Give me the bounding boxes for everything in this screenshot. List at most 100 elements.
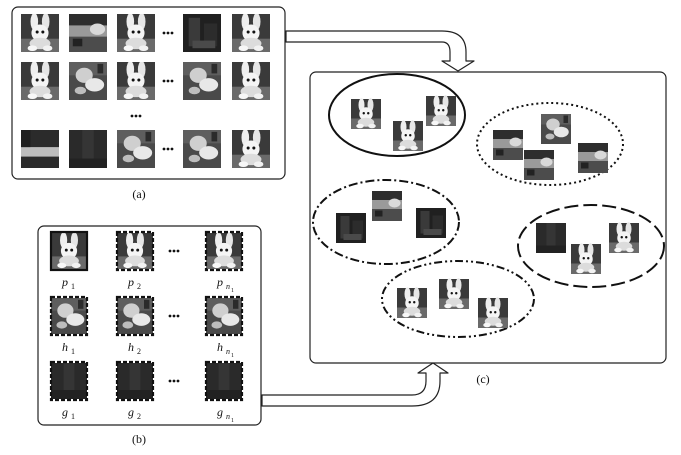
part-label-sub: 2	[137, 347, 141, 356]
cluster-image	[478, 297, 508, 328]
part-label-subsub: 1	[231, 353, 234, 359]
arrow-a-to-c	[285, 30, 475, 72]
ellipsis-dots	[162, 147, 174, 151]
cluster-image	[493, 130, 523, 160]
cluster-image	[336, 213, 366, 243]
part-label-sub: 1	[71, 282, 75, 291]
ellipsis-dot	[170, 31, 174, 35]
caption-a: (a)	[132, 187, 145, 201]
caption-b: (b)	[132, 432, 146, 446]
gallery-image	[21, 130, 59, 168]
ellipsis-dot	[172, 379, 176, 383]
panel-c: (c)	[309, 71, 667, 386]
part-label-sub: n	[226, 282, 230, 291]
ellipsis-dot	[166, 147, 170, 151]
gallery-image	[232, 14, 270, 52]
part-frame	[49, 230, 89, 272]
part-image	[117, 232, 153, 269]
ellipsis-dot	[166, 79, 170, 83]
cluster-image	[571, 243, 601, 274]
cluster-ellipse	[328, 73, 466, 157]
cluster-image	[536, 223, 566, 253]
ellipsis-dots	[168, 314, 180, 318]
cluster-ellipse	[517, 204, 665, 288]
panel-a: (a)	[11, 6, 286, 201]
ellipsis-dot	[176, 314, 180, 318]
part-image	[206, 232, 242, 269]
part-label: p	[127, 275, 134, 289]
gallery-image	[69, 62, 107, 100]
ellipsis-dot	[166, 31, 170, 35]
ellipsis-dot	[170, 79, 174, 83]
ellipsis-dot	[168, 314, 172, 318]
part-label: p	[61, 275, 68, 289]
part-label: g	[62, 405, 68, 419]
part-frame	[115, 360, 155, 402]
part-label-subsub: 1	[231, 418, 234, 424]
ellipsis-dot	[172, 249, 176, 253]
part-image	[51, 298, 87, 334]
ellipsis-dots	[162, 31, 174, 35]
part-label-sub: n	[226, 347, 230, 356]
ellipsis-dots	[162, 79, 174, 83]
part-label-sub: 2	[137, 412, 141, 421]
part-label: h	[128, 340, 134, 354]
ellipsis-dot	[176, 379, 180, 383]
cluster-image	[372, 191, 402, 221]
ellipsis-dot	[162, 147, 166, 151]
gallery-image	[117, 130, 155, 168]
cluster-image	[397, 287, 427, 318]
cluster-image	[541, 114, 571, 144]
gallery-image	[232, 130, 270, 168]
part-frame	[204, 295, 244, 337]
part-label: g	[217, 405, 223, 419]
part-image	[117, 363, 153, 399]
gallery-image	[117, 14, 155, 52]
cluster-ellipse	[476, 102, 624, 186]
cluster-image	[426, 95, 456, 126]
ellipsis-dot	[134, 114, 138, 118]
cluster-image	[351, 98, 381, 129]
part-frame	[49, 295, 89, 337]
gallery-image	[69, 14, 107, 52]
part-label: h	[62, 340, 68, 354]
ellipsis-dot	[168, 249, 172, 253]
ellipsis-dot	[176, 249, 180, 253]
cluster-image	[393, 120, 423, 151]
cluster-image	[439, 278, 469, 309]
part-frame	[204, 360, 244, 402]
part-image	[206, 363, 242, 399]
cluster-ellipse	[312, 179, 460, 265]
cluster-ellipse	[381, 260, 535, 338]
ellipsis-dot	[162, 31, 166, 35]
gallery-image	[117, 62, 155, 100]
ellipsis-dots	[168, 249, 180, 253]
ellipsis-dot	[138, 114, 142, 118]
gallery-image	[21, 62, 59, 100]
ellipsis-dot	[162, 79, 166, 83]
part-label-sub: 2	[137, 282, 141, 291]
cluster-image	[609, 222, 639, 253]
part-label-subsub: 1	[231, 288, 234, 294]
cluster-image	[524, 150, 554, 180]
gallery-image	[183, 14, 221, 52]
gallery-image	[232, 62, 270, 100]
ellipsis-dot	[130, 114, 134, 118]
part-frame	[115, 295, 155, 337]
caption-c: (c)	[476, 372, 489, 386]
part-frame	[115, 230, 155, 272]
part-frame	[204, 230, 244, 272]
part-label-sub: n	[226, 412, 230, 421]
ellipsis-dot	[172, 314, 176, 318]
part-image	[206, 298, 242, 334]
part-label: p	[216, 275, 223, 289]
part-frame	[49, 360, 89, 402]
ellipsis-dots	[130, 114, 142, 118]
part-label: h	[217, 340, 223, 354]
gallery-image	[21, 14, 59, 52]
part-label-sub: 1	[71, 412, 75, 421]
gallery-image	[183, 62, 221, 100]
part-image	[117, 298, 153, 334]
